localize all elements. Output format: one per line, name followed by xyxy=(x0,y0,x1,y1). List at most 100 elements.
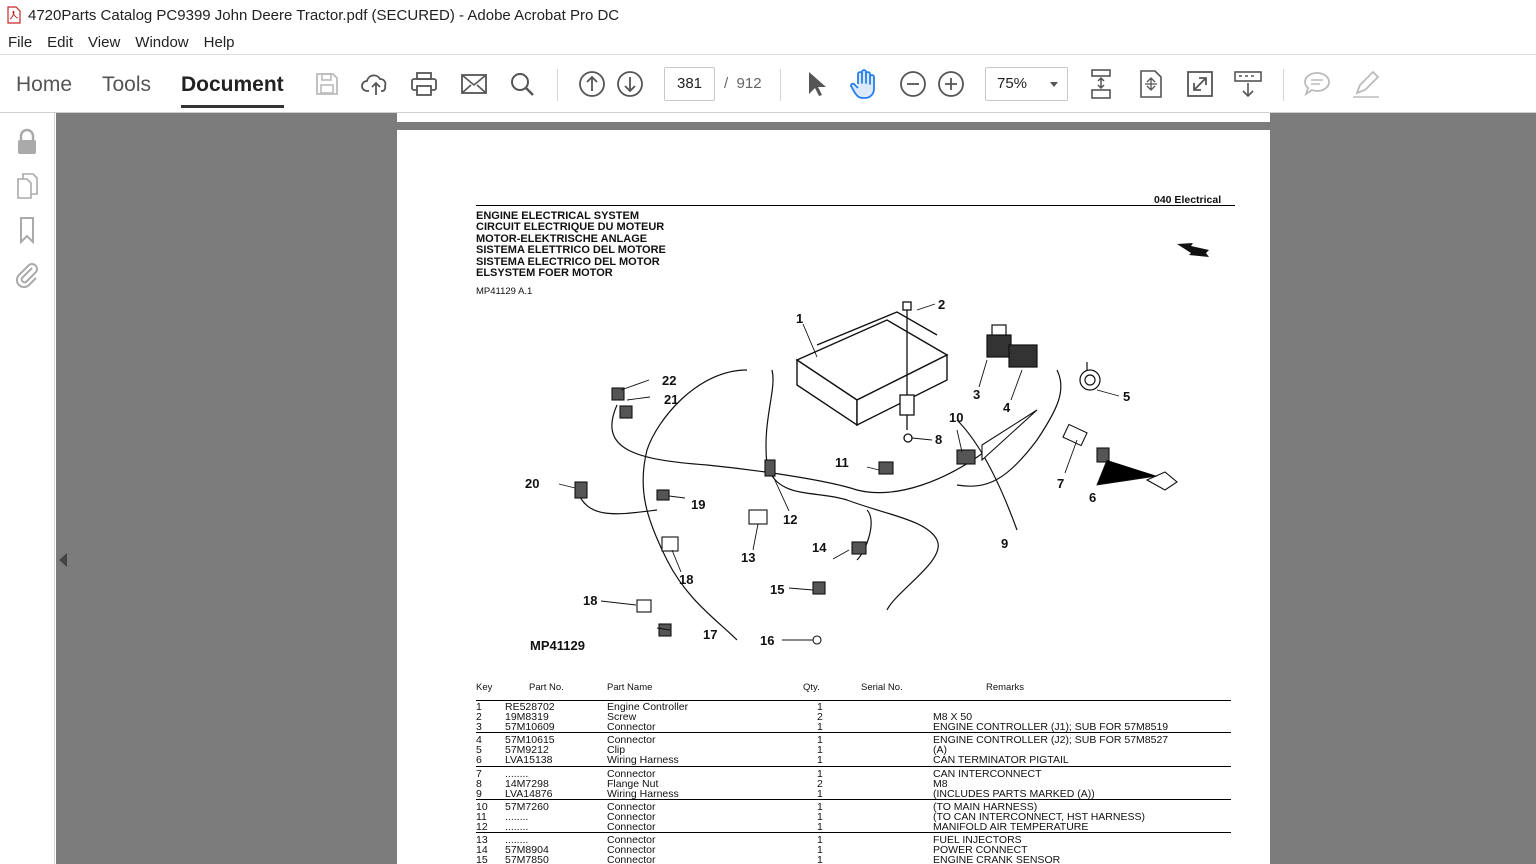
select-cursor-icon[interactable] xyxy=(799,67,833,101)
cell-part-name: Clip xyxy=(607,744,626,756)
page-separator: / xyxy=(724,75,729,92)
title-line: MOTOR-ELEKTRISCHE ANLAGE xyxy=(476,232,648,245)
callout-12: 12 xyxy=(783,512,797,527)
tab-tools[interactable]: Tools xyxy=(102,73,152,96)
pages-icon[interactable] xyxy=(12,171,42,201)
cell-part-no: ........ xyxy=(505,811,529,823)
cell-qty: 1 xyxy=(817,854,823,864)
page-number-input[interactable]: 381 xyxy=(664,67,715,101)
zoom-out-icon[interactable] xyxy=(896,67,930,101)
tab-document[interactable]: Document xyxy=(181,73,284,108)
menu-bar: File Edit View Window Help xyxy=(0,30,1536,54)
menu-help[interactable]: Help xyxy=(203,33,235,51)
callout-11: 11 xyxy=(835,455,849,470)
cell-qty: 1 xyxy=(817,821,823,833)
figure-ref-code: MP41129 A.1 xyxy=(476,286,533,297)
cell-part-name: Connector xyxy=(607,854,656,864)
left-sidebar xyxy=(0,113,55,864)
cell-qty: 1 xyxy=(817,744,823,756)
cloud-upload-icon[interactable] xyxy=(359,67,393,101)
menu-file[interactable]: File xyxy=(8,33,33,51)
cell-part-no: 57M10609 xyxy=(505,721,555,733)
document-viewport[interactable]: 040 Electrical ENGINE ELECTRICAL SYSTEM … xyxy=(56,113,1536,864)
table-group-rule xyxy=(476,799,1231,800)
window-title: 4720Parts Catalog PC9399 John Deere Trac… xyxy=(28,6,620,24)
cell-qty: 1 xyxy=(817,801,823,813)
zoom-in-icon[interactable] xyxy=(934,67,968,101)
col-header-remarks: Remarks xyxy=(986,682,1025,693)
callout-2: 2 xyxy=(938,300,945,312)
cell-part-name: Connector xyxy=(607,834,656,846)
cell-remarks: FUEL INJECTORS xyxy=(933,834,1022,846)
tab-home[interactable]: Home xyxy=(16,73,73,96)
cell-key: 4 xyxy=(476,734,482,746)
title-bar: 4720Parts Catalog PC9399 John Deere Trac… xyxy=(0,0,1536,30)
cell-qty: 1 xyxy=(817,734,823,746)
callout-19: 19 xyxy=(691,497,705,512)
next-page-icon[interactable] xyxy=(613,67,647,101)
full-screen-icon[interactable] xyxy=(1183,67,1217,101)
cell-remarks: ENGINE CONTROLLER (J2); SUB FOR 57M8527 xyxy=(933,734,1169,746)
callout-8: 8 xyxy=(935,432,942,447)
search-icon[interactable] xyxy=(505,67,539,101)
cell-part-name: Connector xyxy=(607,721,656,733)
zoom-dropdown[interactable]: 75% xyxy=(985,67,1068,101)
title-line: ELSYSTEM FOER MOTOR xyxy=(476,267,613,280)
scrolling-mode-icon[interactable] xyxy=(1084,67,1118,101)
callout-13: 13 xyxy=(741,550,755,565)
print-icon[interactable] xyxy=(407,67,441,101)
acrobat-pdf-icon xyxy=(6,6,22,24)
menu-view[interactable]: View xyxy=(88,33,121,51)
menu-window[interactable]: Window xyxy=(135,33,189,51)
callout-18b: 18 xyxy=(679,572,693,587)
header-rule xyxy=(476,205,1235,206)
callout-1: 1 xyxy=(796,311,803,326)
table-group-rule xyxy=(476,732,1231,733)
cell-qty: 1 xyxy=(817,768,823,780)
callout-14: 14 xyxy=(812,540,827,555)
cell-qty: 1 xyxy=(817,834,823,846)
cell-key: 10 xyxy=(476,801,488,813)
menu-edit[interactable]: Edit xyxy=(47,33,74,51)
cell-remarks: (A) xyxy=(933,744,947,756)
comment-icon[interactable] xyxy=(1300,67,1334,101)
save-icon[interactable] xyxy=(310,67,344,101)
sign-icon[interactable] xyxy=(1349,67,1383,101)
prev-page-icon[interactable] xyxy=(575,67,609,101)
table-rule xyxy=(476,700,1231,701)
title-line: SISTEMA ELECTRICO DEL MOTOR xyxy=(476,255,660,268)
fit-page-icon[interactable] xyxy=(1134,67,1168,101)
cell-remarks: POWER CONNECT xyxy=(933,844,1028,856)
cell-part-no: 57M7260 xyxy=(505,801,549,813)
col-header-part-no: Part No. xyxy=(529,682,564,693)
collapse-panel-icon[interactable] xyxy=(59,553,67,567)
attachment-icon[interactable] xyxy=(12,259,42,289)
title-line: CIRCUIT ELECTRIQUE DU MOTEUR xyxy=(476,221,665,234)
cell-remarks: MANIFOLD AIR TEMPERATURE xyxy=(933,821,1089,833)
lock-icon[interactable] xyxy=(12,127,42,157)
cell-key: 12 xyxy=(476,821,488,833)
cell-key: 8 xyxy=(476,778,482,790)
exploded-parts-diagram: 1 2 3 4 5 6 7 8 9 10 11 12 13 14 15 16 1… xyxy=(525,300,1178,648)
cell-part-no: ........ xyxy=(505,834,529,846)
hand-tool-icon[interactable] xyxy=(847,67,881,101)
col-header-part-name: Part Name xyxy=(607,682,653,693)
cell-part-no: 57M8904 xyxy=(505,844,549,856)
cell-key: 1 xyxy=(476,701,482,713)
callout-7: 7 xyxy=(1057,476,1064,491)
read-mode-icon[interactable] xyxy=(1231,67,1265,101)
bookmark-icon[interactable] xyxy=(12,215,42,245)
cell-part-no: 19M8319 xyxy=(505,711,549,723)
cell-part-no: RE528702 xyxy=(505,701,555,713)
email-icon[interactable] xyxy=(457,67,491,101)
section-header: 040 Electrical xyxy=(1154,194,1222,206)
